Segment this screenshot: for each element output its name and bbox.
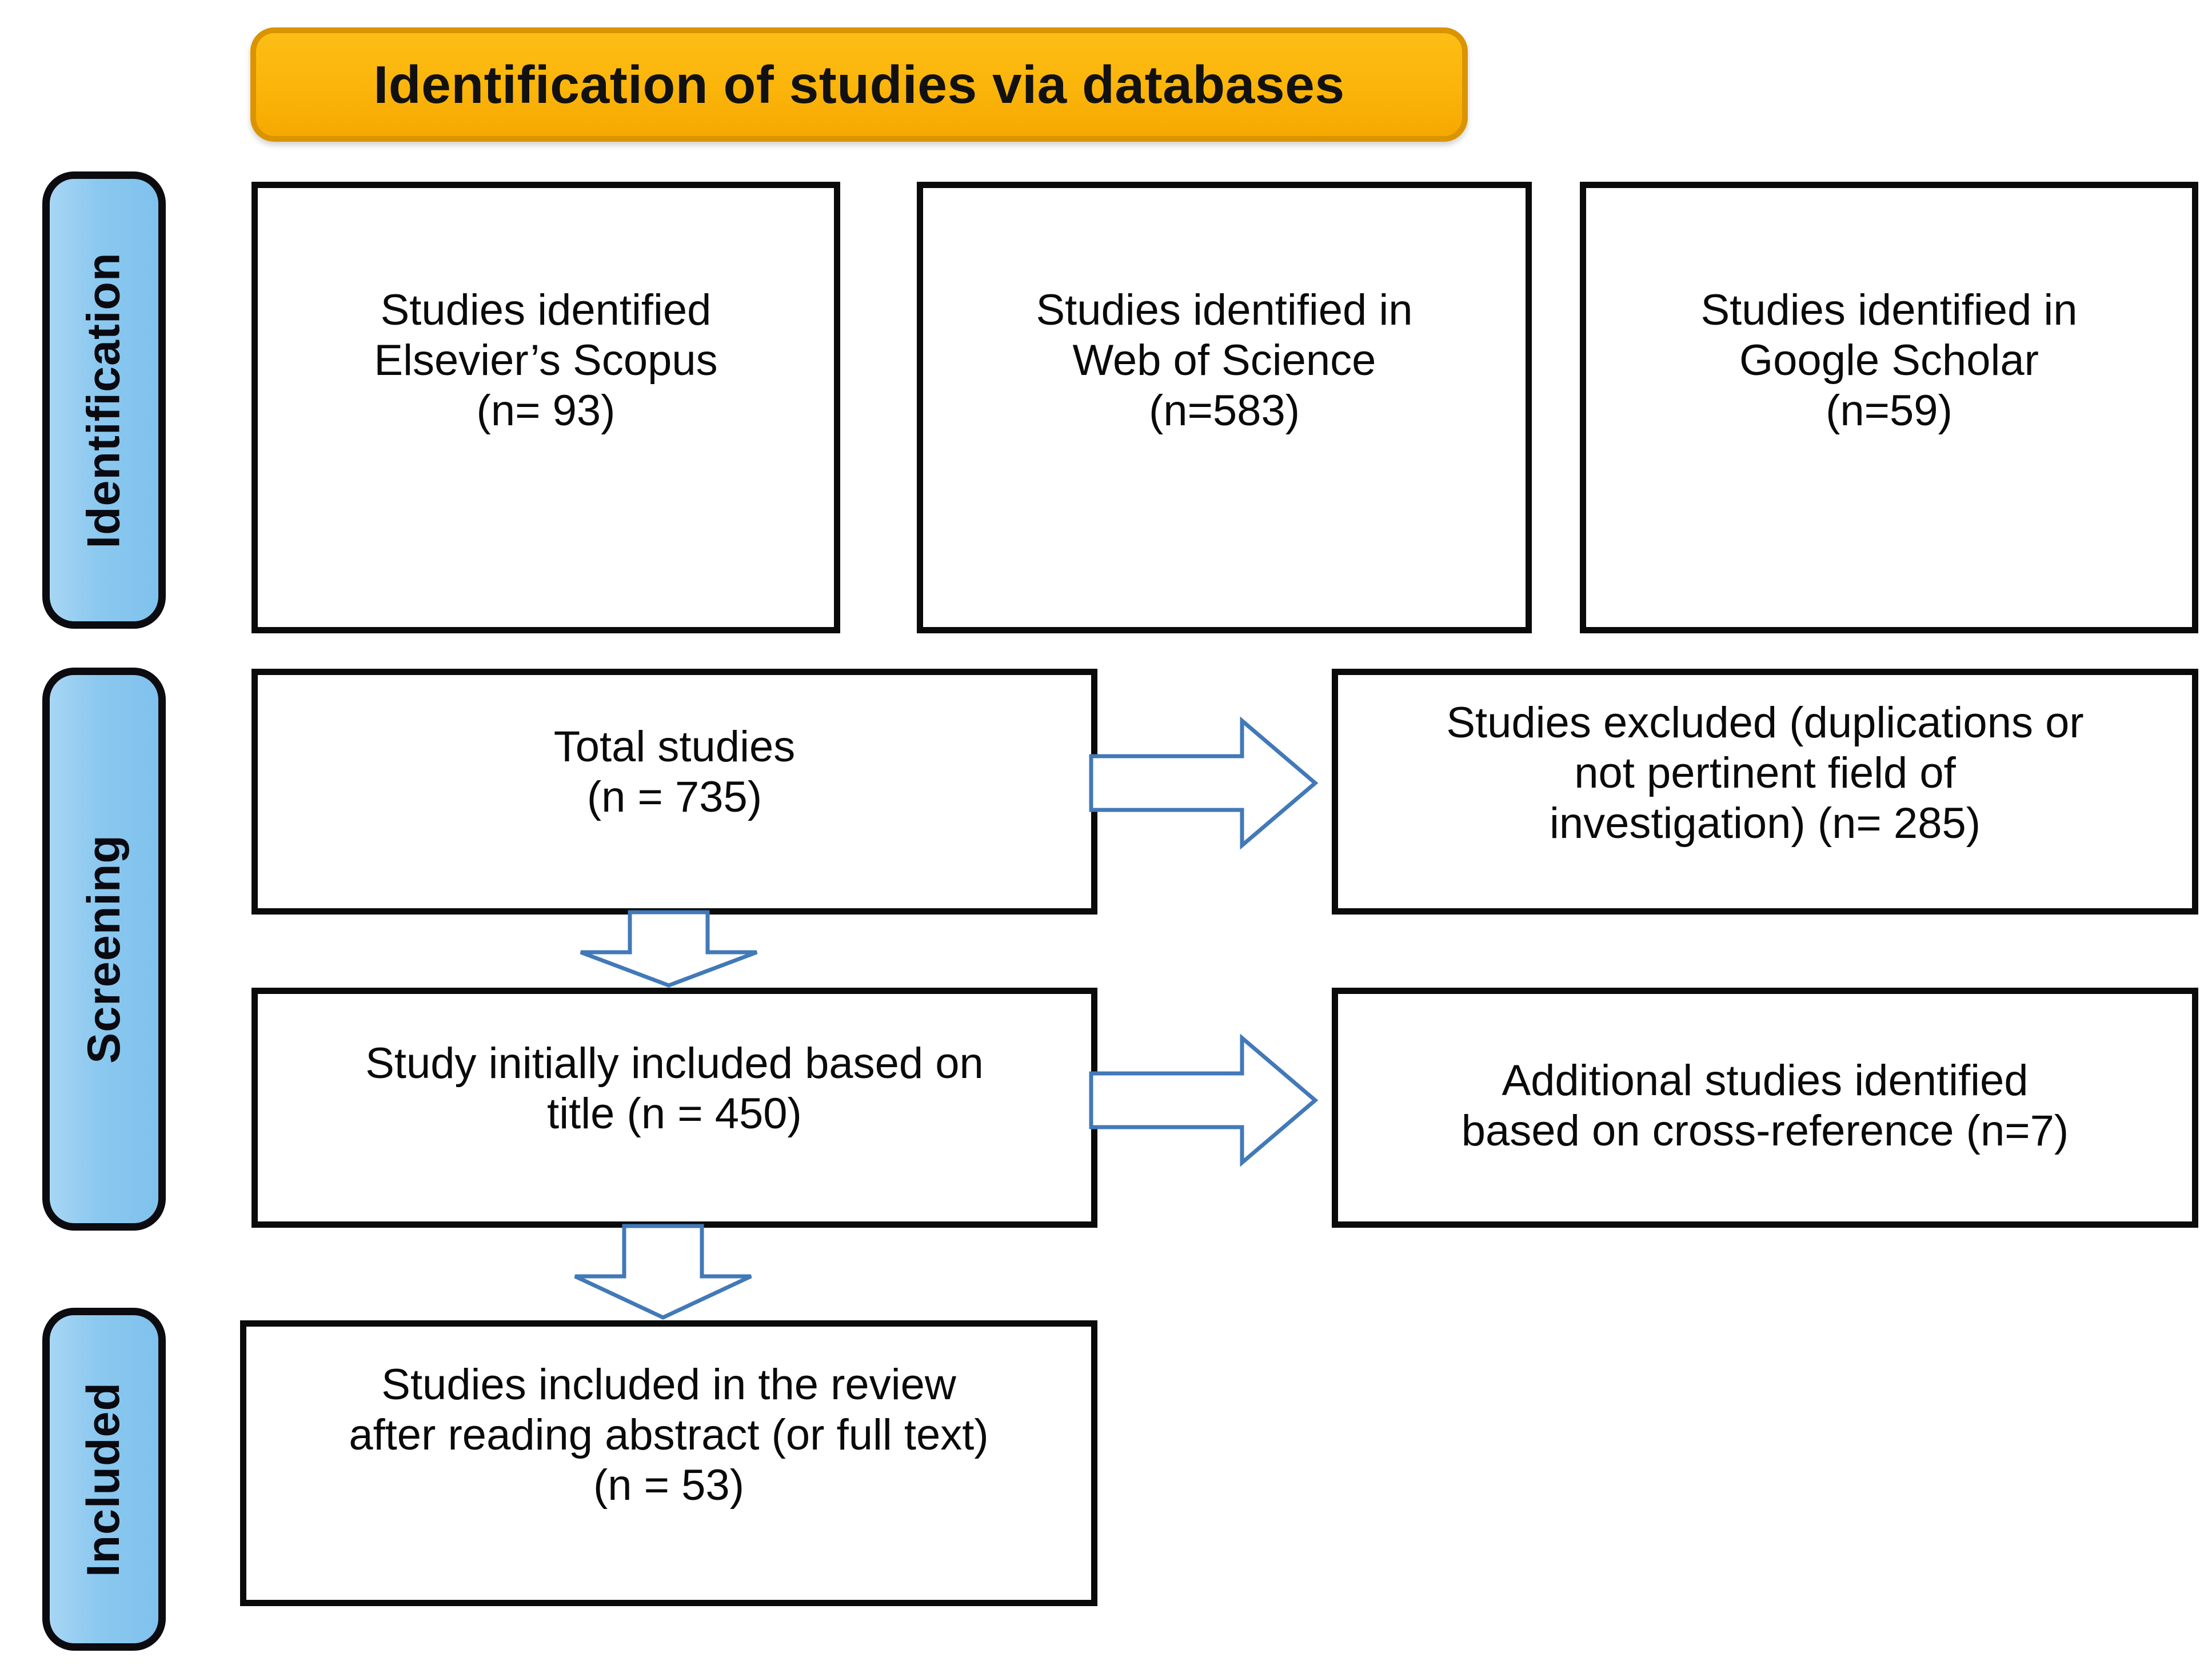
stage-pill-identification: Identification — [42, 171, 166, 629]
box-scopus-text: Studies identified Elsevier’s Scopus (n=… — [374, 286, 718, 436]
arrow-down-icon-initial-to-included — [572, 1224, 754, 1320]
box-scholar-text: Studies identified in Google Scholar (n=… — [1700, 286, 2078, 436]
stage-pill-included: Included — [42, 1308, 166, 1651]
box-studies-identified-google-scholar: Studies identified in Google Scholar (n=… — [1580, 182, 2198, 633]
stage-pill-screening: Screening — [42, 668, 166, 1231]
stage-label-screening: Screening — [78, 835, 130, 1064]
box-studies-excluded: Studies excluded (duplications or not pe… — [1332, 669, 2198, 915]
diagram-title-banner: Identification of studies via databases — [250, 27, 1468, 142]
box-initial-text: Study initially included based on title … — [365, 1039, 984, 1139]
box-total-text: Total studies (n = 735) — [553, 722, 796, 822]
box-studies-included-in-review: Studies included in the review after rea… — [240, 1320, 1097, 1606]
box-excluded-text: Studies excluded (duplications or not pe… — [1446, 698, 2084, 848]
box-additional-text: Additional studies identified based on c… — [1461, 1056, 2069, 1156]
stage-label-included: Included — [78, 1381, 130, 1577]
box-wos-text: Studies identified in Web of Science (n=… — [1036, 286, 1413, 436]
arrow-down-icon-total-to-initial — [577, 910, 760, 988]
stage-label-identification: Identification — [78, 252, 130, 548]
box-total-studies: Total studies (n = 735) — [251, 669, 1097, 915]
box-included-text: Studies included in the review after rea… — [349, 1360, 989, 1510]
arrow-right-icon-initial-to-additional — [1089, 1029, 1319, 1172]
box-additional-studies-identified: Additional studies identified based on c… — [1332, 988, 2198, 1228]
diagram-title-text: Identification of studies via databases — [373, 54, 1345, 114]
arrow-right-icon-total-to-excluded — [1089, 712, 1319, 855]
box-studies-identified-scopus: Studies identified Elsevier’s Scopus (n=… — [251, 182, 840, 633]
box-study-initially-included: Study initially included based on title … — [251, 988, 1097, 1228]
box-studies-identified-web-of-science: Studies identified in Web of Science (n=… — [917, 182, 1532, 633]
